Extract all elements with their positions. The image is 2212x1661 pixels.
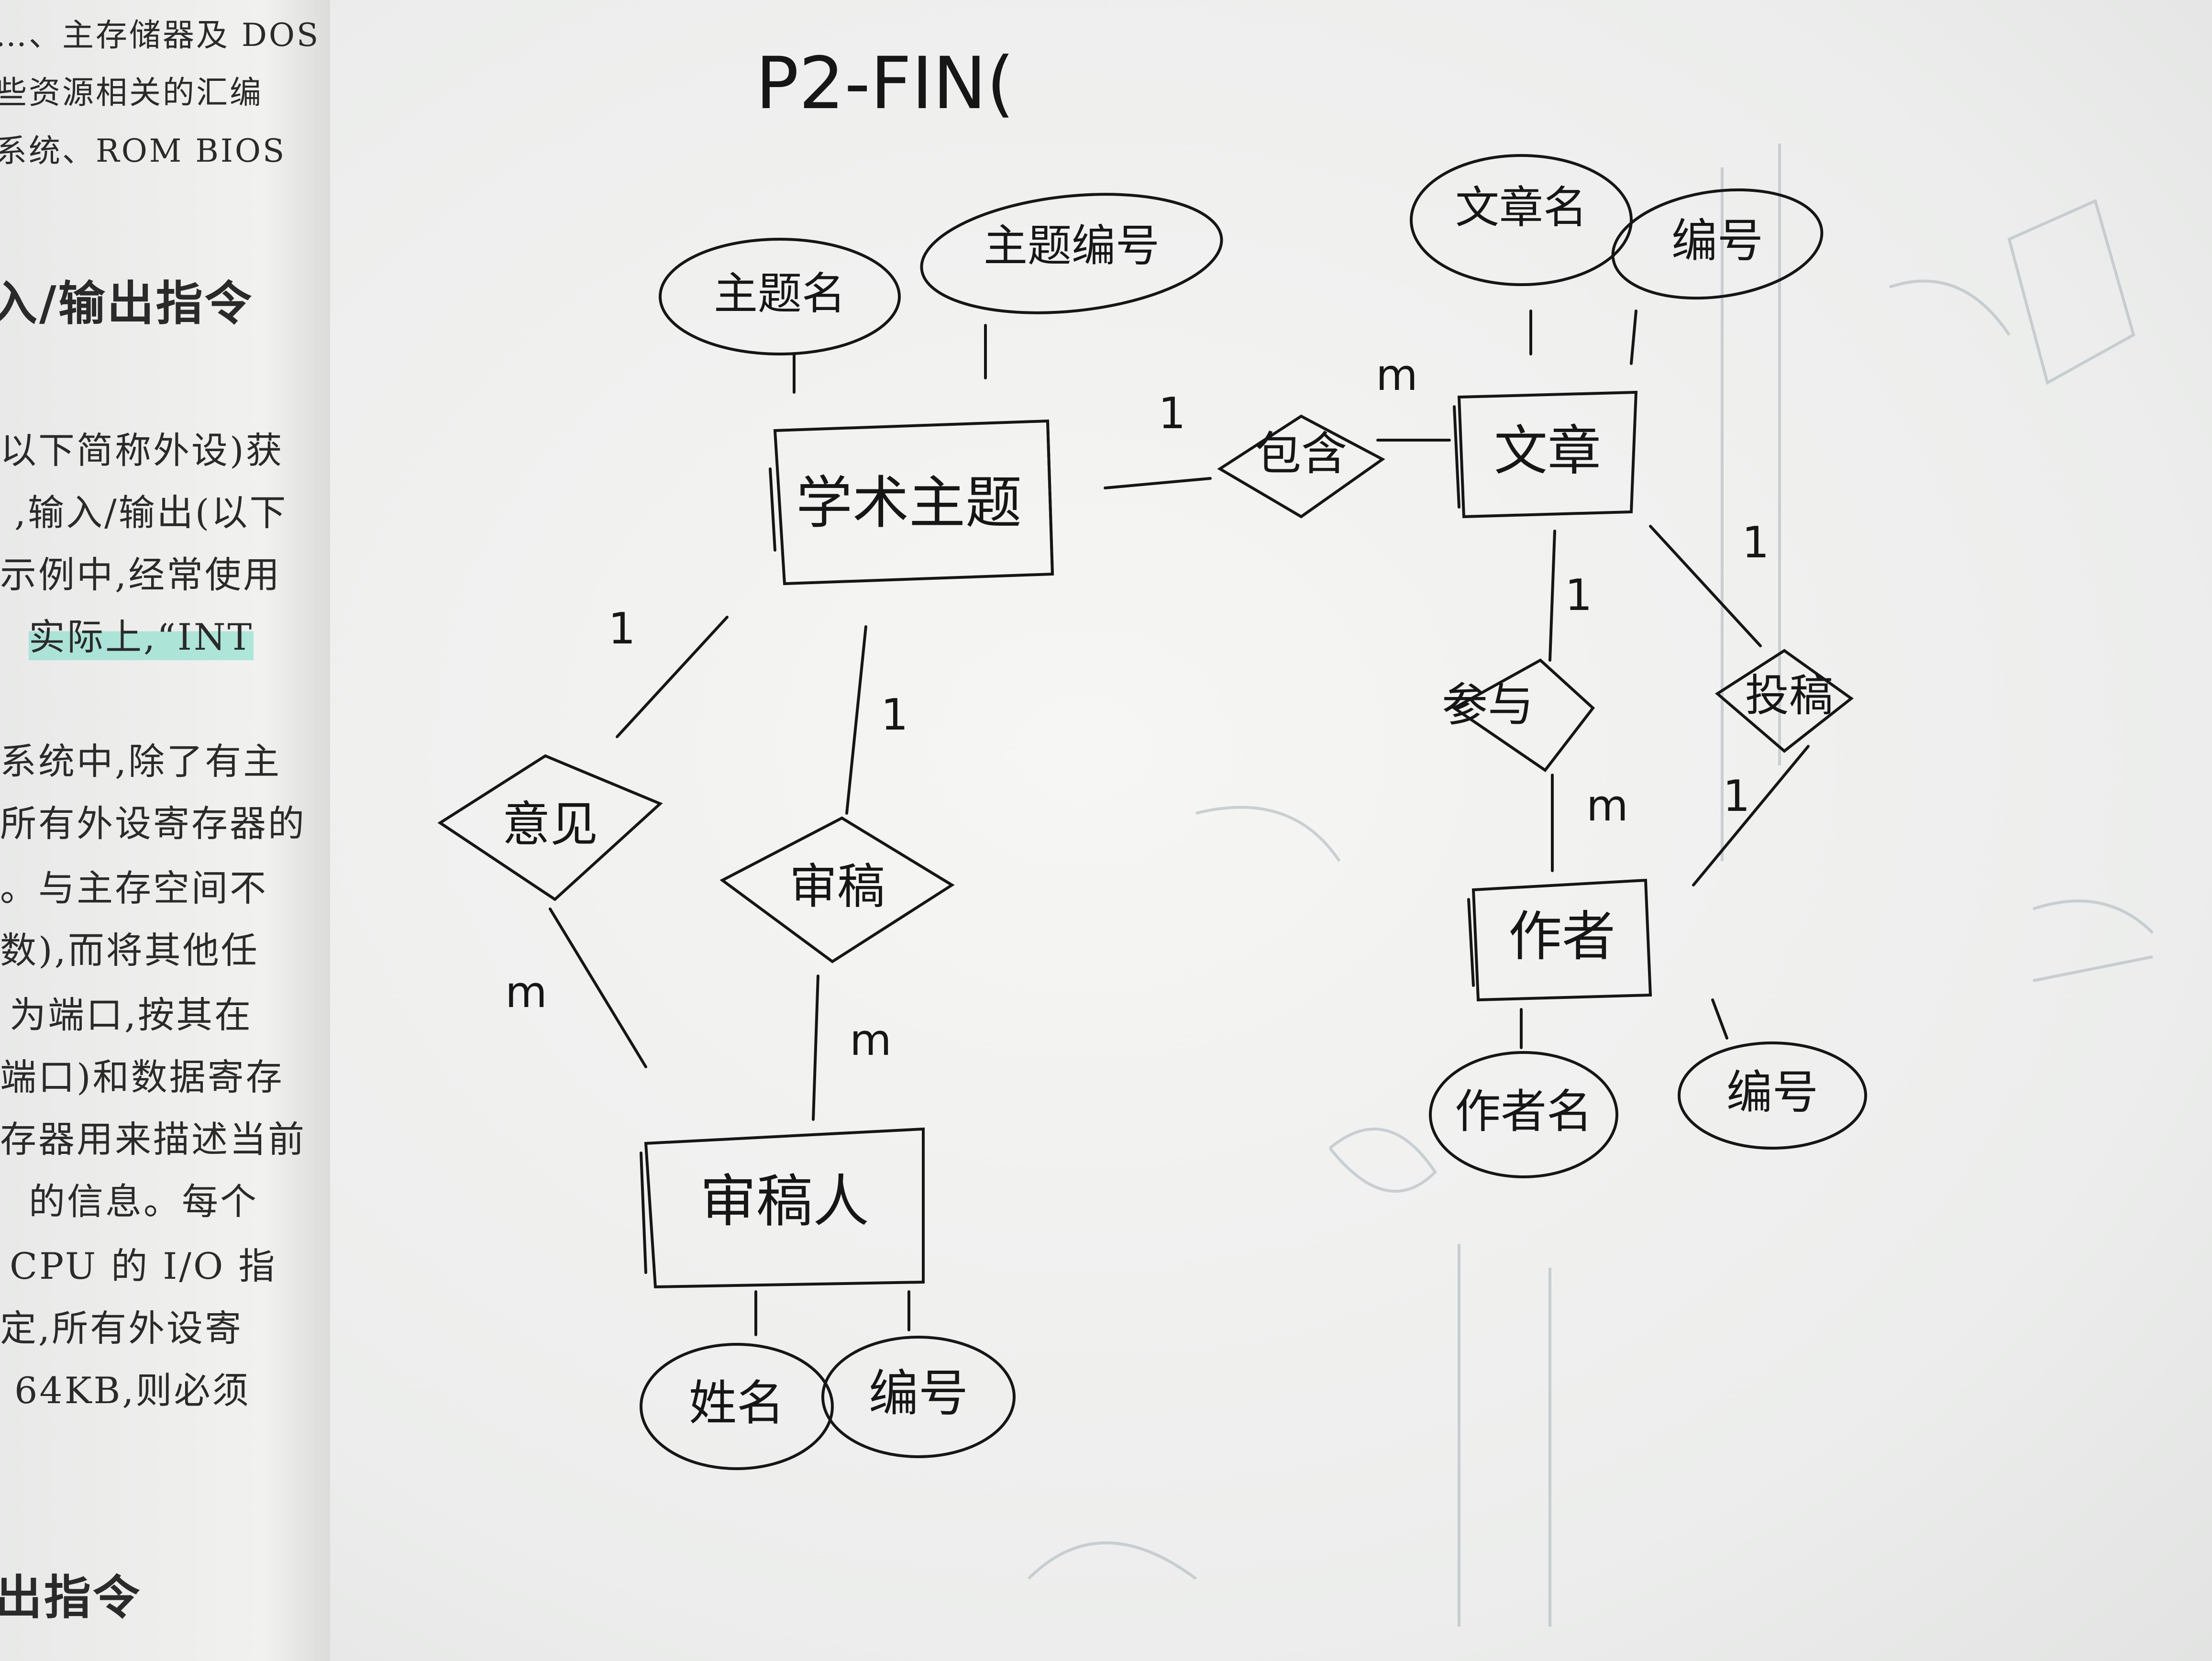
line-article-participate <box>1548 530 1556 662</box>
cardinality-topic-review: 1 <box>881 690 908 740</box>
relationship-contains-label: 包含 <box>1255 427 1347 480</box>
attribute-reviewer-id-label: 编号 <box>869 1364 968 1422</box>
cardinality-topic-opinion: 1 <box>608 604 635 654</box>
line-author-id <box>1711 998 1728 1040</box>
entity-reviewer <box>640 1127 925 1289</box>
relationship-opinion-label: 意见 <box>502 796 598 852</box>
book-text-line: ,输入/输出(以下 <box>14 491 288 534</box>
diagram-title: P2-FIN( <box>755 42 1014 125</box>
attribute-article-id-label: 编号 <box>1671 214 1763 267</box>
entity-topic-label: 学术主题 <box>796 470 1022 536</box>
attribute-article-id <box>1611 188 1824 300</box>
entity-reviewer-label: 审稿人 <box>700 1168 869 1234</box>
cardinality-opinion-reviewer: m <box>505 967 547 1018</box>
entity-article-label: 文章 <box>1494 420 1601 482</box>
attribute-topic-id <box>920 193 1223 314</box>
relationship-participate <box>1451 658 1595 773</box>
connection-lines <box>549 310 1810 1336</box>
entity-topic <box>769 419 1054 586</box>
attribute-author-name <box>1429 1051 1618 1178</box>
relationship-submit-label: 投稿 <box>1745 670 1833 721</box>
book-text-line: 示例中,经常使用 <box>0 554 282 596</box>
book-text-line: 实际上,“INT <box>29 608 254 660</box>
line-opinion-reviewer <box>549 908 647 1068</box>
cardinality-participate-author: m <box>1586 781 1628 831</box>
attribute-reviewer-name <box>640 1343 834 1470</box>
book-text-line: 为端口,按其在 <box>10 994 253 1036</box>
book-text-line: 数),而将其他任 <box>0 929 259 972</box>
relationship-submit <box>1714 649 1854 753</box>
attribute-author-name-label: 作者名 <box>1455 1085 1593 1138</box>
book-text-line: 端口)和数据寄存 <box>0 1056 284 1098</box>
book-text-line: 存器用来描述当前 <box>0 1118 306 1161</box>
book-text-line: 系统、ROM BIOS <box>0 133 287 169</box>
relationship-review-label: 审稿 <box>789 858 885 914</box>
line-topic-contains <box>1104 477 1212 489</box>
notebook-page <box>330 0 2212 1661</box>
line-topic-review <box>845 625 867 815</box>
entity-author <box>1467 878 1652 1002</box>
cardinality-review-reviewer: m <box>850 1015 892 1065</box>
cardinality-article-submit: 1 <box>1742 518 1769 568</box>
relationship-participate-label: 参与 <box>1442 678 1534 731</box>
book-text-line: 系统中,除了有主 <box>0 740 282 783</box>
attribute-author-id-label: 编号 <box>1726 1065 1818 1119</box>
attribute-topic-id-label: 主题编号 <box>984 220 1160 271</box>
relationship-contains <box>1217 414 1385 519</box>
line-review-reviewer <box>812 974 819 1121</box>
line-article-id <box>1630 310 1637 365</box>
relationship-opinion <box>437 754 663 901</box>
book-text-line: 。与主存空间不 <box>0 867 268 909</box>
book-heading: 入/输出指令 <box>0 277 254 331</box>
book-text-line: 64KB,则必须 <box>14 1369 251 1412</box>
cardinality-article-contains: m <box>1376 350 1418 400</box>
entity-author-label: 作者 <box>1508 906 1615 968</box>
line-submit-author <box>1692 745 1810 886</box>
attribute-article-name <box>1410 154 1633 286</box>
book-page: …、主存储器及 DOS 些资源相关的汇编 系统、ROM BIOS 入/输出指令 … <box>0 0 330 1661</box>
cardinality-submit-author: 1 <box>1723 771 1750 821</box>
book-heading: 出指令 <box>0 1571 142 1625</box>
attribute-author-id <box>1678 1041 1867 1150</box>
attribute-topic-name-label: 主题名 <box>714 268 846 319</box>
relationship-review <box>719 816 955 963</box>
attribute-reviewer-name-label: 姓名 <box>689 1375 785 1431</box>
attribute-reviewer-id <box>821 1336 1016 1458</box>
book-text-line: 的信息。每个 <box>29 1180 258 1223</box>
background-pencil-marks <box>1027 144 2154 1627</box>
cardinality-topic-contains: 1 <box>1158 388 1185 439</box>
book-text-line: …、主存储器及 DOS <box>0 17 321 54</box>
book-text-line: CPU 的 I/O 指 <box>10 1245 277 1287</box>
book-text-line: 定,所有外设寄 <box>0 1307 243 1350</box>
book-text-line: 些资源相关的汇编 <box>0 74 263 111</box>
attribute-topic-name <box>659 238 901 355</box>
book-text-line: 所有外设寄存器的 <box>0 802 306 845</box>
cardinality-article-participate: 1 <box>1565 570 1592 620</box>
line-article-submit <box>1649 525 1762 647</box>
entity-article <box>1453 390 1638 519</box>
book-text-line: 以下简称外设)获 <box>0 429 284 472</box>
attribute-article-name-label: 文章名 <box>1455 182 1587 233</box>
line-topic-opinion <box>616 616 729 738</box>
